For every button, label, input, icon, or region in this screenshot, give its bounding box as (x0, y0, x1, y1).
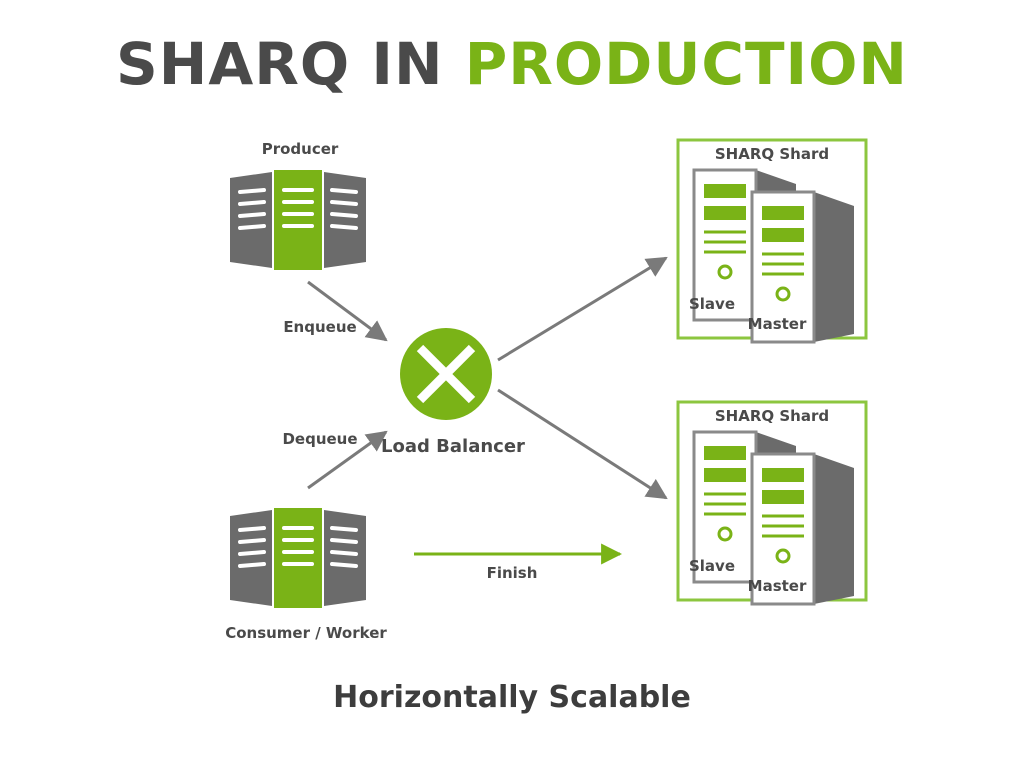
load-balancer-label: Load Balancer (381, 436, 525, 457)
shard-2-slave-label: Slave (689, 557, 735, 575)
dequeue-arrow (307, 430, 388, 490)
shard-2-master-label: Master (748, 577, 807, 595)
sharq-shard-2: SHARQ Shard Slave Master (676, 400, 868, 606)
dequeue-label: Dequeue (282, 430, 357, 448)
title-part-1: SHARQ IN (116, 30, 444, 98)
sharq-shard-1: SHARQ Shard Slave Master (676, 138, 868, 344)
shard-2-title: SHARQ Shard (715, 407, 829, 425)
shard-1-title: SHARQ Shard (715, 145, 829, 163)
consumer-server-icon (228, 506, 368, 610)
title-part-2: PRODUCTION (464, 30, 908, 98)
enqueue-arrow (307, 280, 388, 342)
finish-label: Finish (487, 564, 538, 582)
lb-to-shard-1-arrow (497, 256, 668, 362)
slide-title: SHARQ IN PRODUCTION (0, 30, 1024, 98)
consumer-worker-label: Consumer / Worker (225, 624, 387, 642)
producer-server-icon (228, 168, 368, 272)
slide-footer: Horizontally Scalable (333, 680, 691, 715)
producer-label: Producer (262, 140, 339, 158)
enqueue-label: Enqueue (283, 318, 356, 336)
shard-1-slave-label: Slave (689, 295, 735, 313)
lb-to-shard-2-arrow (497, 388, 668, 500)
load-balancer-icon (400, 328, 492, 420)
shard-1-master-label: Master (748, 315, 807, 333)
